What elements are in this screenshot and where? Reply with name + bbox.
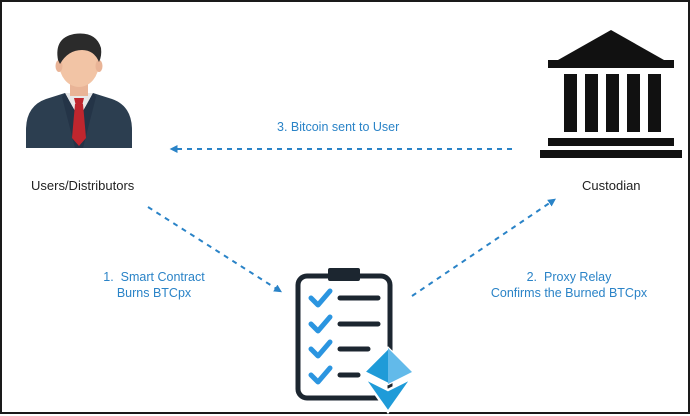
bank-building-icon [540,30,682,158]
step1-line2: Burns BTCpx [116,286,192,300]
step2-line2: Confirms the Burned BTCpx [490,286,648,300]
custodian-label: Custodian [582,178,641,193]
step2-number: 2. [526,270,538,284]
step2-line1: Proxy Relay [544,270,612,284]
step1-line1: Smart Contract [120,270,205,284]
users-distributors-label: Users/Distributors [31,178,135,193]
arrow-step1-users-to-contract [147,206,283,293]
arrow-step2-contract-to-custodian [411,198,556,297]
step1-number: 1. [103,270,114,284]
step3-label: 3. Bitcoin sent to User [277,120,400,134]
ethereum-logo-icon [361,346,415,415]
step2-label: 2. Proxy Relay Confirms the Burned BTCpx [474,269,664,301]
step1-label: 1. Smart Contract Burns BTCpx [84,269,224,301]
businessman-icon [26,33,132,148]
